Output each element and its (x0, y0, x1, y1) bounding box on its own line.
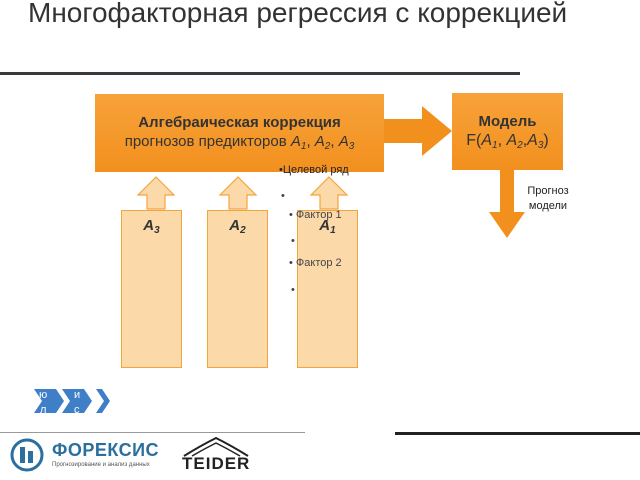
teider-logo-icon (183, 436, 249, 457)
empty-bullet: • (291, 235, 295, 247)
nav-chevron-3 (96, 389, 110, 413)
up-arrow-a2 (218, 176, 258, 210)
footer-divider-right (395, 432, 640, 435)
model-title: Модель (478, 113, 537, 130)
teider-name: TEIDER (182, 454, 251, 473)
title-divider (0, 72, 520, 75)
forecast-label: Прогноз модели (527, 185, 569, 212)
footer-divider-left (0, 432, 305, 433)
predictor-a1: A1 (290, 133, 307, 152)
empty-bullet: • (291, 284, 295, 296)
forexis-name: ФОРЕКСИС (52, 440, 160, 460)
model-box: Модель F(A1, A2,A3) (452, 93, 563, 170)
predictor-a3: A3 (338, 133, 355, 152)
page-title: Многофакторная регрессия с коррекцией (28, 0, 568, 28)
column-a3: A3 (121, 210, 182, 368)
nav-fragment-1: ю (39, 389, 48, 401)
up-arrow-a3 (136, 176, 176, 210)
empty-bullet: • (281, 190, 285, 202)
arrow-to-forecast (489, 170, 525, 238)
predictor-a2: A2 (314, 133, 331, 152)
column-a3-label: A3 (143, 217, 160, 236)
nav-chevron-1 (34, 389, 64, 413)
target-series-item: •Целевой ряд (279, 164, 349, 176)
nav-chevron-2 (62, 389, 92, 413)
forexis-tagline: Прогнозирование и анализ данных (52, 462, 150, 468)
nav-chevrons[interactable] (34, 388, 114, 414)
column-a2: A2 (207, 210, 268, 368)
nav-fragment-3: л (40, 404, 47, 416)
column-a1-label: A1 (319, 217, 336, 236)
factor-2-item: • Фактор 2 (289, 257, 342, 269)
arrow-to-model (384, 106, 452, 156)
correction-subtitle: прогнозов предикторов A1, A2, A3 (124, 133, 355, 152)
correction-box: Алгебраическая коррекция прогнозов преди… (95, 94, 384, 172)
factor-1-item: • Фактор 1 (289, 209, 342, 221)
column-a2-label: A2 (229, 217, 246, 236)
column-a1: A1 (297, 210, 358, 368)
up-arrow-a1 (309, 176, 349, 210)
forexis-logo-icon (10, 438, 44, 472)
model-formula: F(A1, A2,A3) (466, 132, 549, 151)
correction-title: Алгебраическая коррекция (138, 114, 341, 131)
nav-fragment-2: и (74, 389, 81, 401)
nav-fragment-4: с (74, 404, 80, 416)
